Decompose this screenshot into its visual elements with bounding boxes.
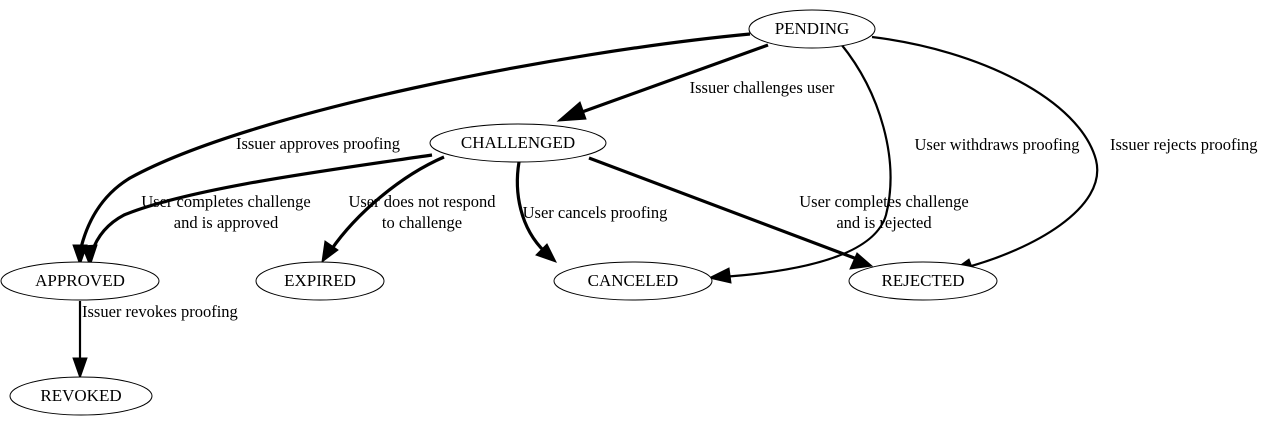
edge-label-pending-canceled: User withdraws proofing — [915, 135, 1080, 154]
edge-label-challenged-approved-line2: and is approved — [174, 213, 279, 232]
node-challenged[interactable]: CHALLENGED — [429, 123, 607, 163]
edge-approved-revoked: Issuer revokes proofing — [72, 301, 238, 380]
edge-pending-challenged: Issuer challenges user — [556, 43, 835, 122]
edge-label-pending-approved: Issuer approves proofing — [236, 134, 400, 153]
edge-path-challenged-rejected — [588, 156, 858, 261]
arrowhead-challenged-approved — [81, 244, 98, 268]
edge-label-challenged-expired-line2: to challenge — [382, 213, 462, 232]
node-rejected-label: REJECTED — [881, 271, 964, 290]
node-canceled[interactable]: CANCELED — [553, 261, 713, 301]
edge-challenged-canceled: User cancels proofing — [515, 161, 668, 263]
edge-pending-rejected: Issuer rejects proofing — [871, 35, 1258, 274]
node-expired-label: EXPIRED — [284, 271, 356, 290]
edge-label-challenged-canceled: User cancels proofing — [523, 203, 668, 222]
arrowhead-challenged-rejected — [849, 252, 874, 270]
node-canceled-shape[interactable] — [553, 261, 713, 301]
edge-path-pending-rejected — [871, 35, 1099, 270]
node-approved-label: APPROVED — [35, 271, 125, 290]
node-challenged-label: CHALLENGED — [461, 133, 575, 152]
edge-challenged-approved: User completes challenge and is approved — [81, 153, 433, 268]
edge-path-pending-canceled — [721, 43, 892, 279]
node-revoked-shape[interactable] — [9, 376, 153, 416]
node-approved[interactable]: APPROVED — [0, 261, 160, 301]
edge-label-pending-challenged: Issuer challenges user — [690, 78, 835, 97]
node-approved-shape[interactable] — [0, 261, 160, 301]
edge-label-challenged-rejected-line2: and is rejected — [836, 213, 932, 232]
edge-label-pending-rejected: Issuer rejects proofing — [1110, 135, 1258, 154]
node-rejected-shape[interactable] — [848, 261, 998, 301]
arrowhead-challenged-canceled — [535, 243, 557, 263]
edge-pending-canceled: User withdraws proofing — [707, 43, 1080, 284]
edge-path-challenged-canceled — [515, 161, 547, 254]
arrowhead-pending-canceled — [707, 267, 732, 284]
node-pending-shape[interactable] — [748, 9, 876, 49]
node-challenged-shape[interactable] — [429, 123, 607, 163]
node-expired-shape[interactable] — [255, 261, 385, 301]
node-canceled-label: CANCELED — [588, 271, 679, 290]
node-revoked[interactable]: REVOKED — [9, 376, 153, 416]
edge-path-pending-approved — [78, 32, 751, 253]
node-expired[interactable]: EXPIRED — [255, 261, 385, 301]
node-pending-label: PENDING — [775, 19, 850, 38]
node-revoked-label: REVOKED — [40, 386, 121, 405]
node-pending[interactable]: PENDING — [748, 9, 876, 49]
edge-pending-approved: Issuer approves proofing — [72, 32, 751, 267]
edge-path-challenged-approved — [90, 153, 433, 253]
node-rejected[interactable]: REJECTED — [848, 261, 998, 301]
edge-challenged-expired: User does not respond to challenge — [321, 155, 496, 264]
edge-path-challenged-expired — [329, 155, 445, 251]
arrowhead-pending-challenged — [556, 101, 587, 122]
edge-label-challenged-expired-line1: User does not respond — [348, 192, 496, 211]
edge-path-pending-challenged — [581, 43, 769, 114]
arrowhead-approved-revoked — [72, 357, 88, 380]
arrowhead-challenged-expired — [321, 240, 339, 264]
edge-label-challenged-rejected-line1: User completes challenge — [799, 192, 969, 211]
edge-label-challenged-approved-line1: User completes challenge — [141, 192, 311, 211]
edge-challenged-rejected: User completes challenge and is rejected — [588, 156, 969, 270]
edge-label-approved-revoked: Issuer revokes proofing — [82, 302, 238, 321]
